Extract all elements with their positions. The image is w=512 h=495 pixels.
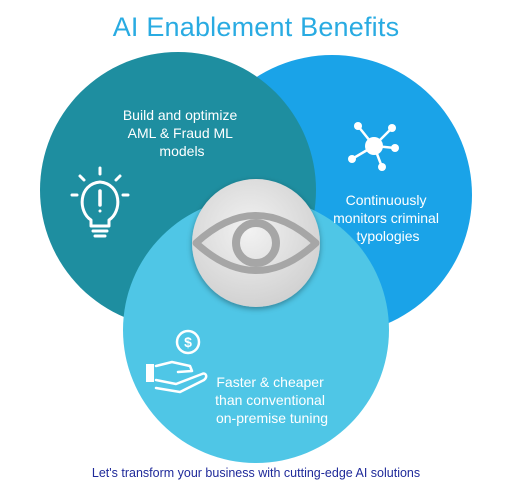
network-nodes-icon [348,122,399,171]
benefit-build-optimize: Build and optimize AML & Fraud ML models [123,107,241,159]
benefit-faster-cheaper: Faster & cheaper than conventional on-pr… [215,374,329,426]
svg-text:$: $ [184,334,192,350]
tagline: Let's transform your business with cutti… [91,466,421,480]
page-title: AI Enablement Benefits [112,12,400,42]
eye-icon [192,212,320,274]
benefit-continuous-monitoring: Continuously monitors criminal typologie… [333,192,443,244]
hand-dollar-icon: $ [146,329,208,394]
center-disc [192,179,320,307]
circle-faster-cheaper [123,197,389,463]
lightbulb-icon [70,166,130,238]
